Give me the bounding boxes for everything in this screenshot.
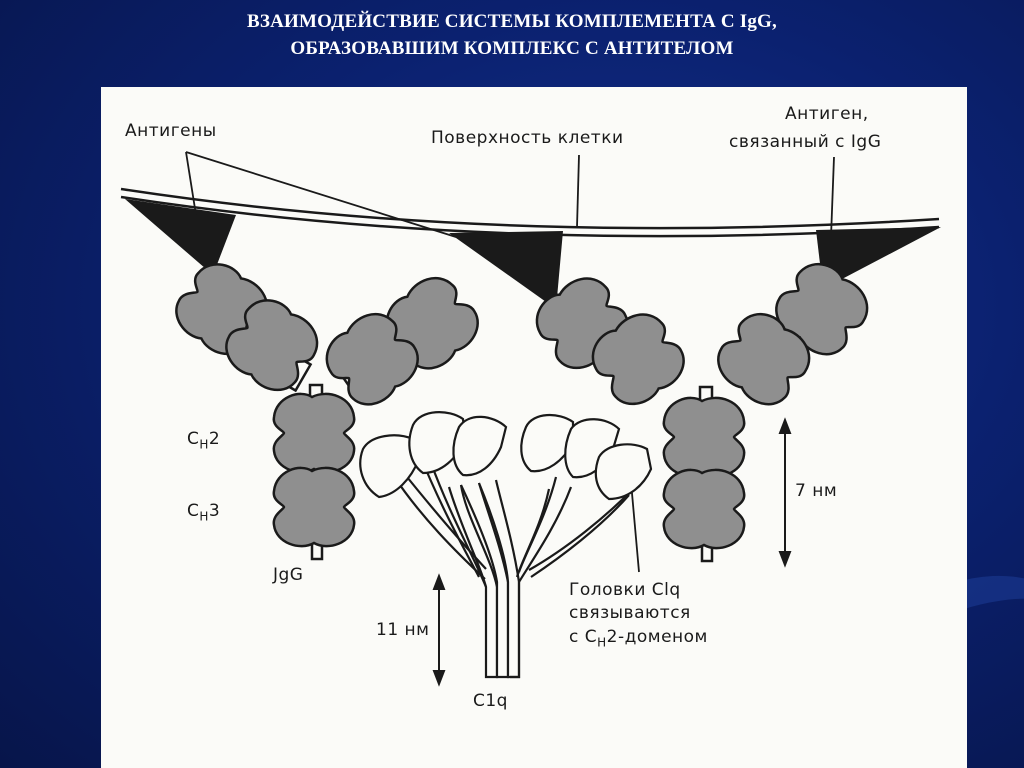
label-c1q: C1q [473, 691, 508, 711]
antigen-right [816, 227, 941, 289]
slide-title-line2: ОБРАЗОВАВШИМ КОМПЛЕКС С АНТИТЕЛОМ [290, 38, 734, 59]
label-11nm: 11 нм [376, 620, 430, 640]
diagram-figure: Антигены Поверхность клетки Антиген, свя… [101, 87, 967, 768]
label-bound-antigen-line1: Антиген, [785, 104, 869, 124]
label-heads-line2: связываются [569, 603, 691, 623]
slide-title-line1: ВЗАИМОДЕЙСТВИЕ СИСТЕМЫ КОМПЛЕМЕНТА С IgG… [247, 11, 777, 32]
label-7nm: 7 нм [795, 481, 838, 501]
label-antigens: Антигены [125, 121, 217, 141]
slide-title: ВЗАИМОДЕЙСТВИЕ СИСТЕМЫ КОМПЛЕМЕНТА С IgG… [0, 8, 1024, 62]
dimension-arrow-7nm [778, 417, 792, 568]
label-ch3: CH3 [187, 501, 221, 524]
antigen-left [125, 199, 236, 275]
label-heads-line1: Головки Clq [569, 580, 681, 600]
label-cell-surface: Поверхность клетки [431, 128, 624, 148]
label-heads-line3: с CH2-доменом [569, 627, 708, 650]
dimension-arrow-11nm [432, 573, 446, 687]
igg-left [165, 252, 490, 561]
antigen-middle [449, 231, 563, 309]
label-leaders [185, 151, 835, 573]
diagram-illustration [120, 151, 941, 687]
label-bound-antigen-line2: связанный с IgG [729, 132, 882, 152]
c1q-molecule [359, 411, 653, 679]
label-ch2: CH2 [187, 429, 221, 452]
cell-membrane [120, 187, 940, 238]
label-igg: JgG [273, 565, 304, 585]
igg-right [525, 252, 879, 563]
